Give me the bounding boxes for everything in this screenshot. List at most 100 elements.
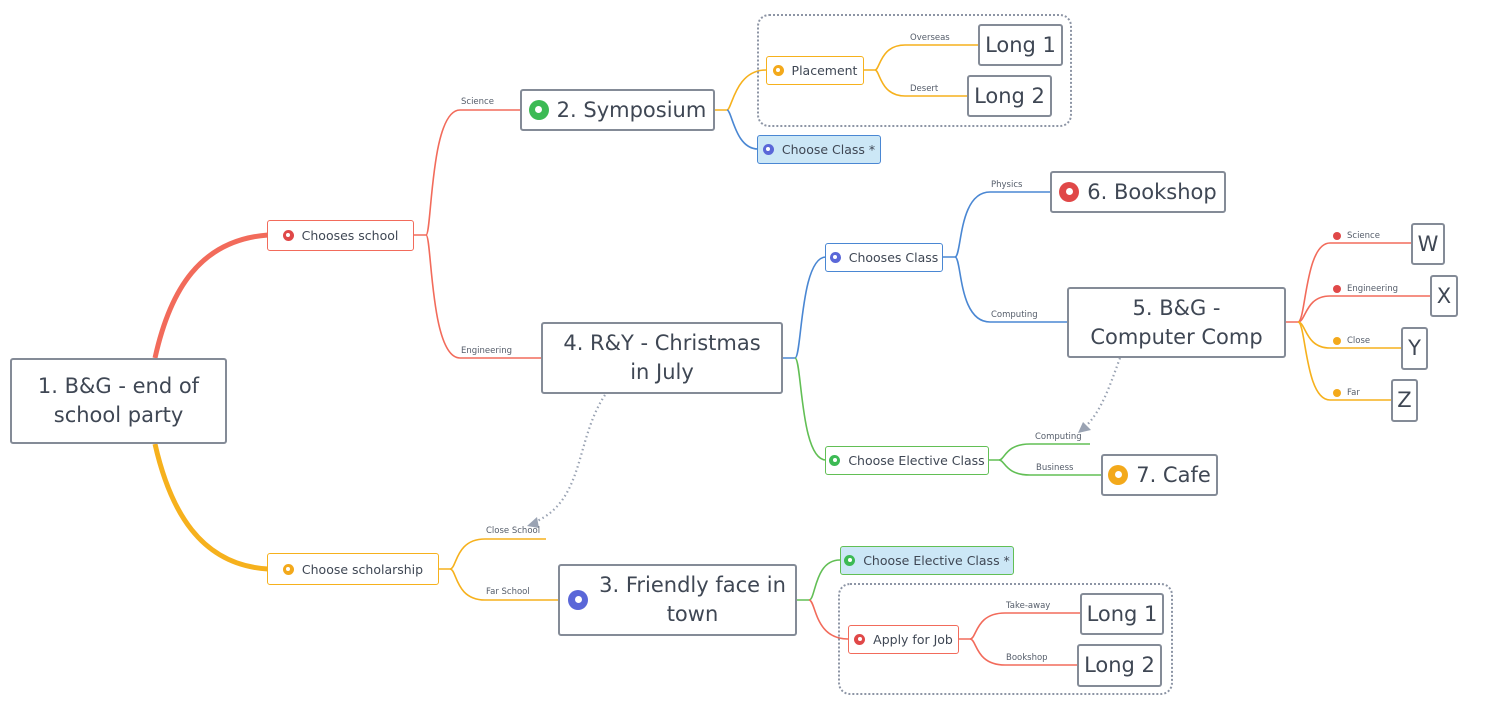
choose-elective-label: Choose Elective Class [848,453,985,468]
user-red-icon [854,634,866,645]
chooses-school-node[interactable]: Chooses school [267,220,414,251]
edge-label-takeaway: Take-away [1006,601,1051,611]
flag-orange-icon [1333,336,1341,345]
edge-label-engineering: Engineering [461,346,512,356]
flag-orange-icon [1333,388,1341,397]
user-green-icon [844,555,856,566]
connector-business [998,459,1102,476]
long1-top-node[interactable]: Long 1 [978,24,1063,66]
user-orange-icon [772,65,784,76]
close-y-text: Close [1347,336,1371,346]
apply-job-node[interactable]: Apply for Job [848,625,959,654]
long1-bottom-label: Long 1 [1086,601,1158,626]
bookshop-node[interactable]: 6. Bookshop [1050,171,1226,213]
edge-label-business: Business [1036,463,1074,473]
long2-top-label: Long 2 [974,83,1045,108]
connector-science [414,109,520,236]
user-purple-icon [568,590,588,610]
edge-label-far-school: Far School [486,587,530,597]
chooses-class-node[interactable]: Chooses Class [825,243,943,272]
relationship-arrowhead-close-school [527,517,539,528]
choose-scholarship-node[interactable]: Choose scholarship [267,553,439,585]
connector-choose-elective-star [797,559,841,601]
chooses-school-label: Chooses school [301,228,399,243]
user-red-icon [1059,182,1080,202]
root-to-chooses-school-branch [152,232,269,359]
edge-label-close-y: Close [1333,336,1370,346]
friendly-face-node[interactable]: 3. Friendly face in town [558,564,797,636]
root-to-choose-scholarship-branch [152,443,269,572]
connector-computing-elective [989,443,1090,461]
computer-comp-node[interactable]: 5. B&G - Computer Comp [1067,287,1286,358]
w-label: W [1417,231,1439,256]
flag-red-icon [1333,284,1341,293]
long2-bottom-node[interactable]: Long 2 [1077,644,1162,687]
user-orange-icon [282,563,294,575]
flag-red-icon [1333,231,1341,240]
cafe-node[interactable]: 7. Cafe [1101,454,1218,496]
science-w-text: Science [1347,231,1380,241]
placement-node[interactable]: Placement [766,56,864,85]
choose-elective-star-node[interactable]: Choose Elective Class * [840,546,1014,575]
edge-label-computing-elective: Computing [1035,432,1082,442]
connector-close-school [439,538,546,570]
w-node[interactable]: W [1411,223,1445,265]
user-green-icon [829,455,841,466]
edge-label-science-w: Science [1333,231,1380,241]
z-node[interactable]: Z [1391,379,1418,422]
connector-choose-elective [794,357,827,461]
long2-top-node[interactable]: Long 2 [967,75,1052,117]
bookshop-label: 6. Bookshop [1087,179,1217,204]
edge-label-overseas: Overseas [910,33,950,43]
apply-job-label: Apply for Job [873,632,953,647]
connector-x [1297,295,1431,323]
connector-choose-class-star [726,109,759,150]
y-label: Y [1408,336,1421,360]
user-blue-icon [762,144,774,155]
edge-label-physics: Physics [991,180,1023,190]
chooses-class-label: Chooses Class [848,250,939,265]
y-node[interactable]: Y [1401,327,1428,370]
edge-label-desert: Desert [910,84,939,94]
friendly-face-label: 3. Friendly face in town [599,573,786,626]
user-red-icon [282,230,294,241]
connector-z [1297,321,1392,401]
symposium-label: 2. Symposium [556,97,707,122]
connector-physics [943,191,1051,258]
symposium-node[interactable]: 2. Symposium [520,89,715,131]
choose-class-star-node[interactable]: Choose Class * [757,135,881,164]
computer-comp-label: 5. B&G - Computer Comp [1090,295,1263,349]
relationship-arrow-christmas-to-close-school [534,394,606,524]
long1-top-label: Long 1 [985,32,1056,57]
placement-boundary [757,14,1072,127]
z-label: Z [1397,388,1412,412]
x-label: X [1436,283,1452,308]
choose-elective-star-label: Choose Elective Class * [863,553,1010,568]
relationship-arrowhead-computing [1078,422,1091,433]
edge-label-close-school: Close School [486,526,541,536]
connector-w [1286,242,1411,323]
edge-label-bookshop: Bookshop [1006,653,1048,663]
connector-engineering [425,234,541,359]
connector-bookshop-edge [969,638,1078,666]
apply-job-boundary [838,583,1173,695]
choose-elective-node[interactable]: Choose Elective Class [825,446,989,475]
choose-scholarship-label: Choose scholarship [301,561,424,577]
far-z-text: Far [1347,388,1360,398]
christmas-label: 4. R&Y - Christmas in July [563,331,761,384]
user-orange-icon [1108,465,1129,485]
x-node[interactable]: X [1430,275,1458,317]
root-label: 1. B&G - end of school party [37,374,200,427]
connector-chooses-class [783,256,827,359]
long1-bottom-node[interactable]: Long 1 [1080,593,1164,635]
christmas-node[interactable]: 4. R&Y - Christmas in July [541,322,783,394]
user-green-icon [528,100,549,120]
placement-label: Placement [791,63,858,78]
edge-label-computing: Computing [991,310,1038,320]
connector-computing [954,256,1068,323]
choose-class-star-label: Choose Class * [781,142,876,157]
relationship-arrow-computer-comp-to-computing [1085,357,1122,427]
root-node[interactable]: 1. B&G - end of school party [10,358,227,444]
connector-desert [874,69,968,97]
